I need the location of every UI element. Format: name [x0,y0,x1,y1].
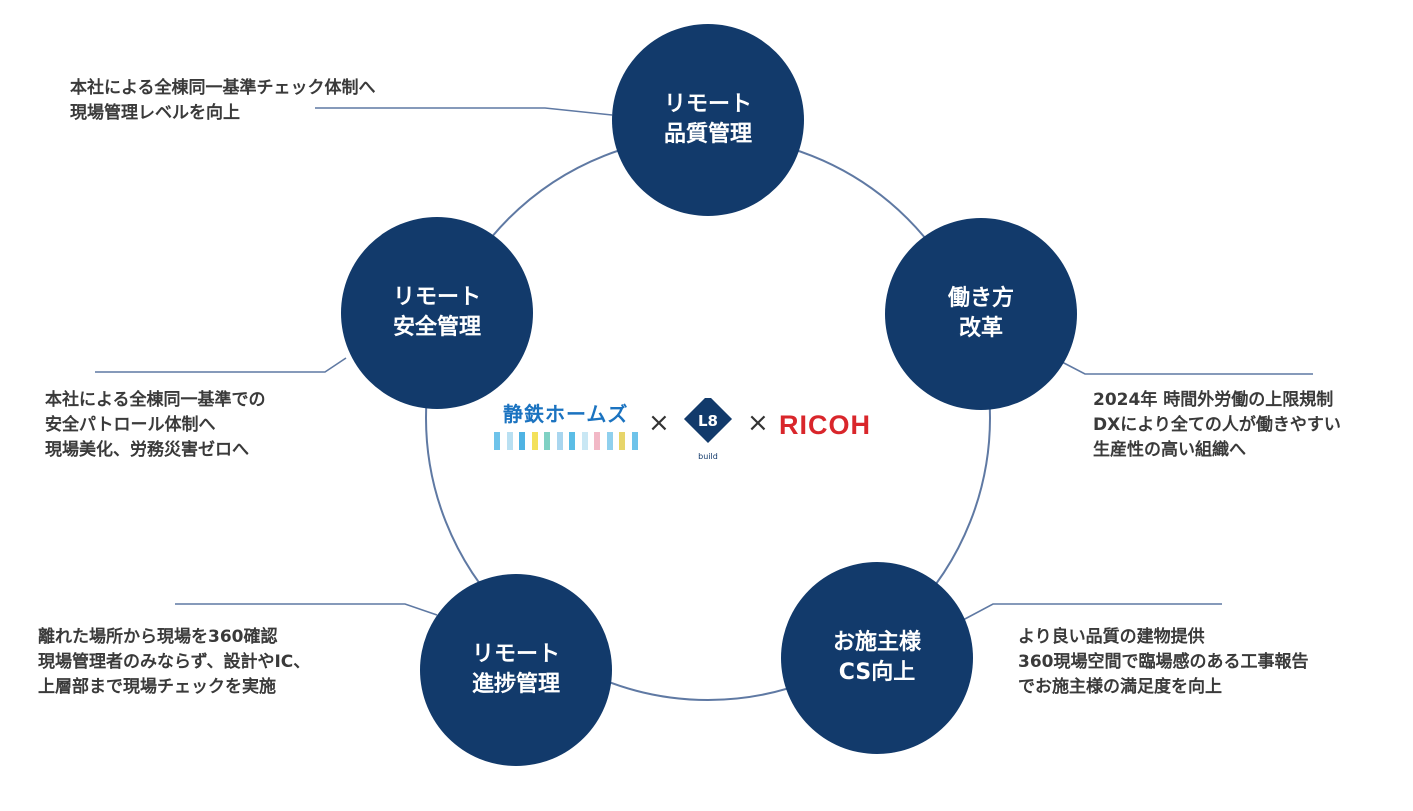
desc-cs-line3: でお施主様の満足度を向上 [1018,677,1222,697]
leader-line-quality [315,107,613,116]
log-build-mark: L8 [698,412,718,430]
color-bar [494,432,500,450]
desc-cs: より良い品質の建物提供 360現場空間で臨場感のある工事報告 でお施主様の満足度… [1018,625,1309,700]
desc-progress-line2: 現場管理者のみならず、設計やIC、 [38,652,311,672]
node-quality-line2: 品質管理 [663,122,752,147]
desc-quality-line2: 現場管理レベルを向上 [70,103,240,123]
desc-progress-line1: 離れた場所から現場を360確認 [38,627,278,647]
desc-safety-line2: 安全パトロール体制へ [45,415,216,435]
desc-safety-line3: 現場美化、労務災害ゼロへ [45,440,249,460]
log-build-sub: build [698,452,718,461]
node-cs: お施主様 CS向上 [781,562,973,754]
color-bar [581,432,588,450]
leader-line-cs [962,603,1222,621]
desc-cs-line2: 360現場空間で臨場感のある工事報告 [1018,652,1309,672]
desc-cs-line1: より良い品質の建物提供 [1018,627,1205,647]
leader-line-progress [175,603,438,616]
node-safety: リモート 安全管理 [341,217,533,409]
desc-progress: 離れた場所から現場を360確認 現場管理者のみならず、設計やIC、 上層部まで現… [38,625,310,700]
color-bar [519,432,525,450]
node-safety-line2: 安全管理 [392,315,481,340]
desc-progress-line3: 上層部まで現場チェックを実施 [38,677,276,697]
leader-line-safety [95,357,347,373]
color-bar [606,432,613,450]
leader-line-workstyle [1061,361,1313,375]
node-progress: リモート 進捗管理 [420,574,612,766]
desc-safety: 本社による全棟同一基準での 安全パトロール体制へ 現場美化、労務災害ゼロへ [45,388,266,463]
node-workstyle-line1: 働き方 [947,286,1014,311]
desc-safety-line1: 本社による全棟同一基準での [45,390,266,410]
desc-quality: 本社による全棟同一基準チェック体制へ 現場管理レベルを向上 [70,76,376,126]
color-bar [619,432,625,450]
color-bar [631,432,638,450]
color-bar [531,432,538,450]
color-bar [556,432,563,450]
color-bar [569,432,575,450]
shizutetsu-homes-logo-text: 静鉄ホームズ [503,402,629,426]
node-cs-line1: お施主様 [832,630,921,655]
node-workstyle-line2: 改革 [958,316,1003,341]
node-cs-line2: CS向上 [838,660,916,685]
log-build-logo: L8 build [683,398,733,461]
desc-workstyle-line1: 2024年 時間外労働の上限規制 [1093,390,1334,410]
node-workstyle: 働き方 改革 [885,218,1077,410]
color-bar [544,432,550,450]
node-quality-line1: リモート [663,92,752,117]
desc-workstyle-line2: DXにより全ての人が働きやすい [1093,415,1341,435]
node-progress-line1: リモート [471,642,560,667]
node-safety-line1: リモート [392,285,481,310]
desc-workstyle: 2024年 時間外労働の上限規制 DXにより全ての人が働きやすい 生産性の高い組… [1093,388,1341,463]
separator-2: × [747,408,769,438]
color-bar [506,432,513,450]
node-quality: リモート 品質管理 [612,24,804,216]
desc-workstyle-line3: 生産性の高い組織へ [1093,440,1246,460]
node-progress-line2: 進捗管理 [471,672,560,697]
desc-quality-line1: 本社による全棟同一基準チェック体制へ [70,78,376,98]
color-bar [594,432,600,450]
ricoh-logo-text: RICOH [779,410,871,440]
separator-1: × [648,408,670,438]
